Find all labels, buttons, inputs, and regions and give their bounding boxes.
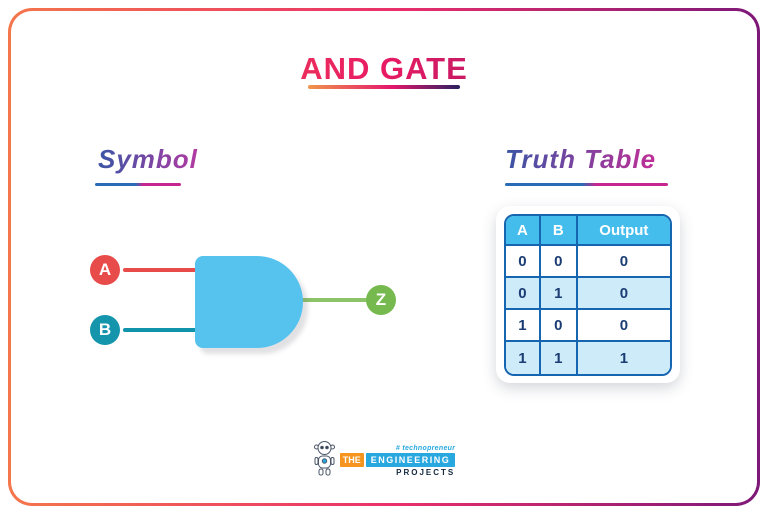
brand-the-label: THE [339, 453, 364, 467]
truth-table-heading: Truth Table [505, 144, 657, 174]
input-b-wire [123, 328, 207, 332]
truth-table-cell: 0 [577, 246, 670, 278]
input-a-wire [123, 268, 207, 272]
output-z-wire [301, 298, 369, 302]
truth-table-cell: 1 [506, 342, 541, 374]
title-underline [308, 85, 460, 89]
truth-table-cell: 0 [506, 246, 541, 278]
brand-tagline: # technopreneur [395, 445, 456, 452]
truth-table-cell: 0 [577, 278, 670, 310]
brand-projects-label: PROJECTS [396, 468, 456, 477]
symbol-heading: Symbol [98, 144, 198, 174]
truth-table-cell: 0 [540, 310, 578, 342]
output-z-badge: Z [366, 285, 396, 315]
brand-logo: # technopreneur THE ENGINEERING PROJECTS [11, 440, 757, 477]
symbol-heading-underline [95, 183, 181, 186]
truth-table-cell: 0 [506, 278, 541, 310]
truth-table-cell: 0 [577, 310, 670, 342]
truth-table-cell: 1 [506, 310, 541, 342]
truth-table-column-header: A [506, 216, 541, 246]
truth-table-column-header: Output [577, 216, 670, 246]
truth-table-cell: 0 [540, 246, 578, 278]
truth-table-cell: 1 [540, 278, 578, 310]
robot-mascot-icon [313, 441, 335, 476]
input-b-badge: B [90, 315, 120, 345]
page-title: AND GATE [11, 51, 757, 87]
and-gate-shape [195, 256, 303, 348]
truth-table-cell: 1 [577, 342, 670, 374]
truth-table-heading-underline [505, 183, 668, 186]
brand-engineering-label: ENGINEERING [365, 453, 456, 467]
truth-table-column-header: B [540, 216, 578, 246]
input-a-badge: A [90, 255, 120, 285]
truth-table-cell: 1 [540, 342, 578, 374]
brand-logo-text: # technopreneur THE ENGINEERING PROJECTS [339, 445, 456, 477]
